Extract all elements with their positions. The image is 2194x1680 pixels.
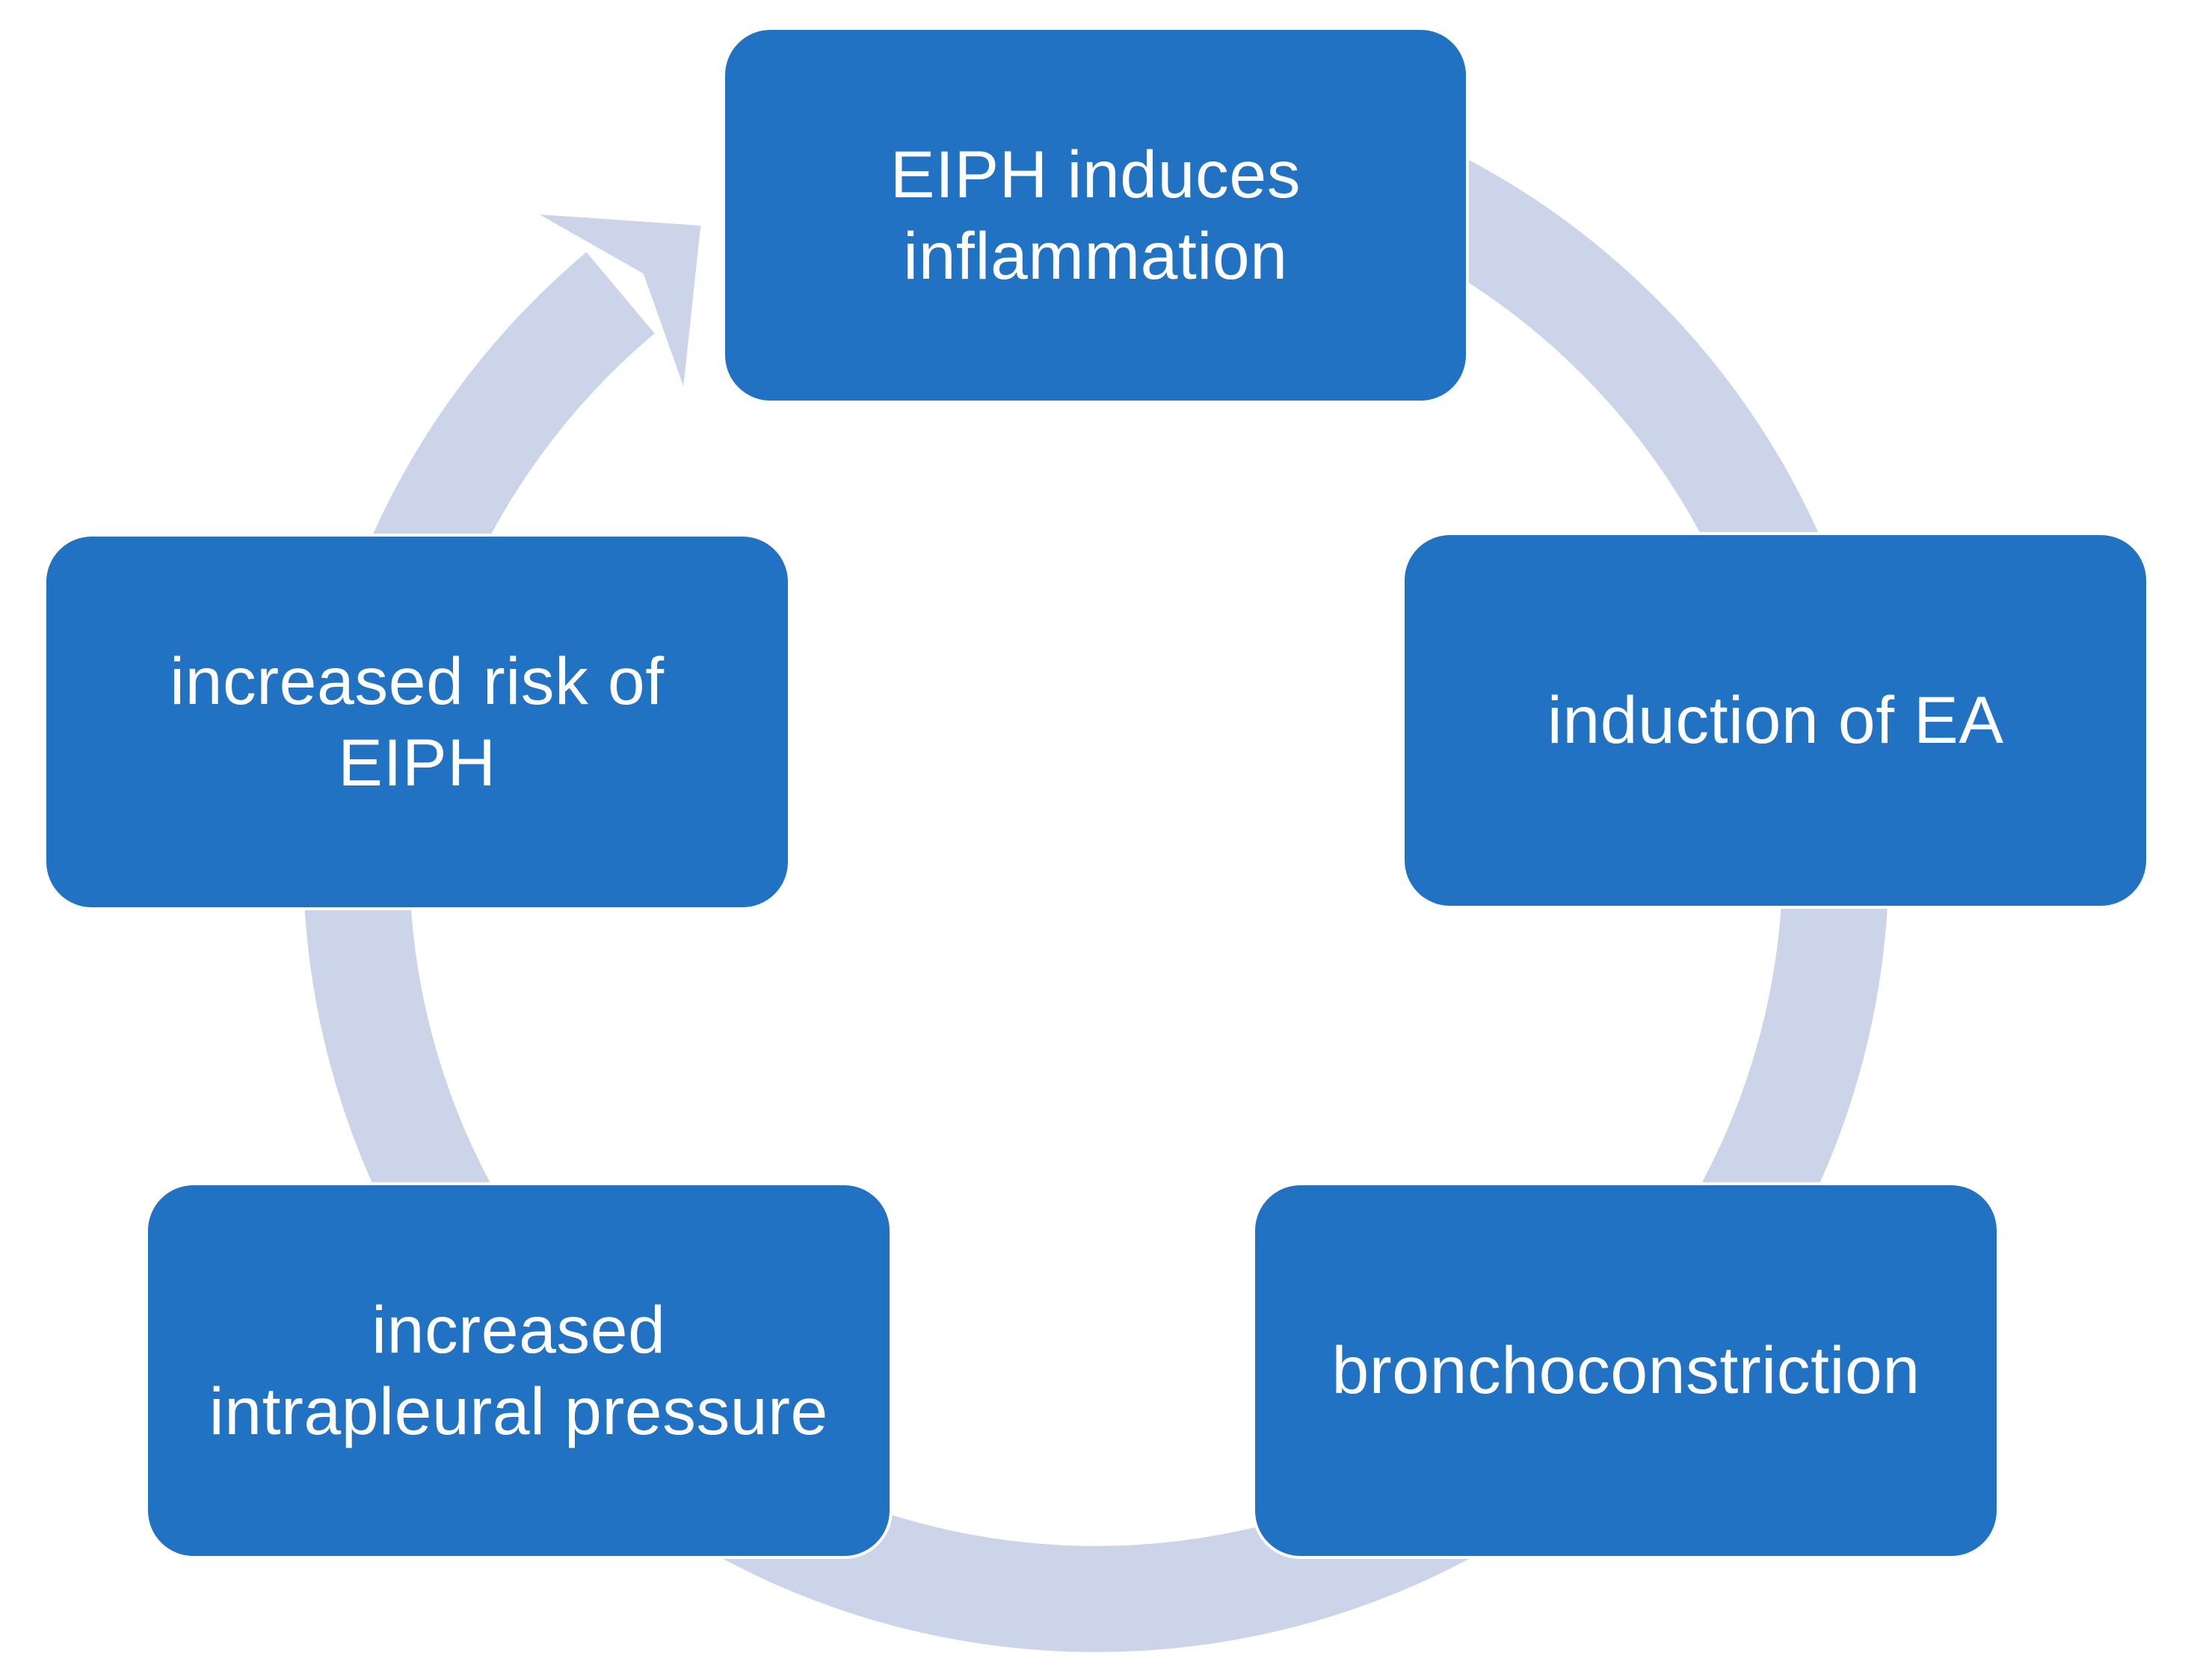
cycle-node-label: increased risk of EIPH [170,643,665,800]
cycle-node-label: induction of EA [1547,682,2004,758]
cycle-node-label: bronchoconstriction [1331,1332,1920,1408]
cycle-node-bronchoconstriction: bronchoconstriction [1252,1182,2000,1559]
cycle-node-increased-risk-of-eiph: increased risk of EIPH [43,533,791,910]
cycle-node-increased-intrapleural-pressure: increased intrapleural pressure [145,1182,893,1559]
cycle-node-label: increased intrapleural pressure [209,1291,828,1448]
cycle-arrowhead-icon [539,214,701,386]
cycle-node-induction-of-ea: induction of EA [1402,531,2150,909]
cycle-node-eiph-induces-inflammation: EIPH induces inflammation [721,26,1470,404]
cycle-node-label: EIPH induces inflammation [890,136,1301,293]
